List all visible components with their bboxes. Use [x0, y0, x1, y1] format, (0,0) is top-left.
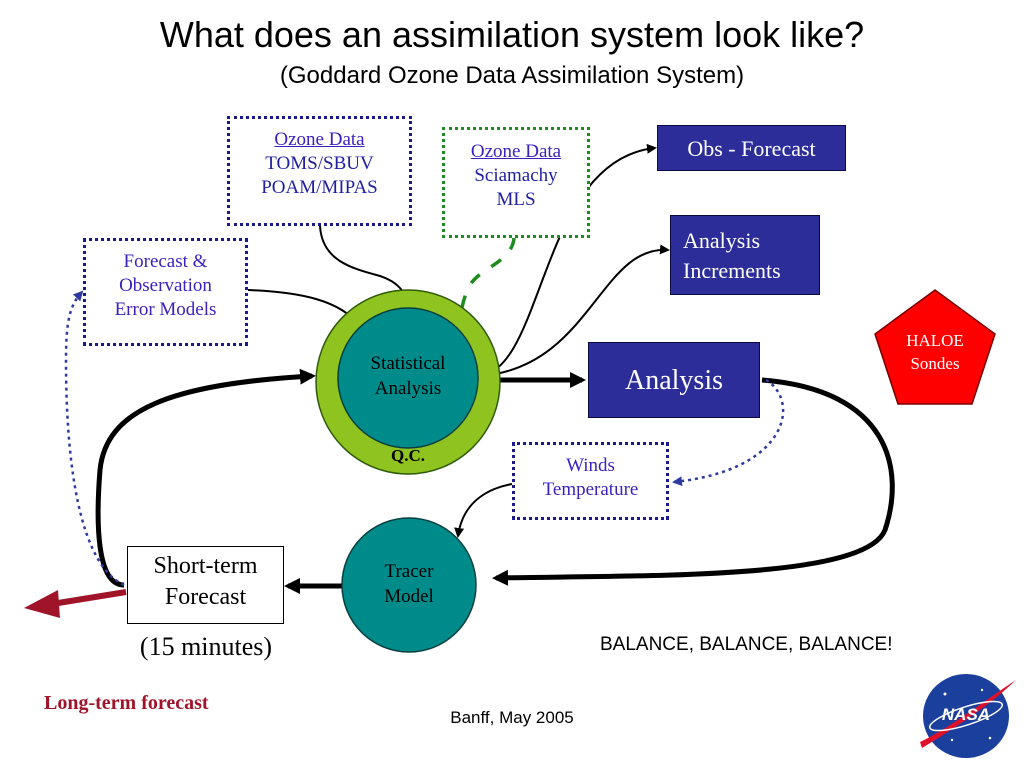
- balance-text: BALANCE, BALANCE, BALANCE!: [600, 634, 893, 655]
- stat-analysis-label: Statistical Analysis: [338, 352, 478, 401]
- tracer-label: Tracer Model: [349, 560, 469, 609]
- short-term-duration: (15 minutes): [139, 632, 273, 661]
- haloe-line2: Sondes: [910, 353, 960, 373]
- ozone-box-1-line2: POAM/MIPAS: [261, 176, 378, 198]
- increments-line1: Analysis: [683, 228, 760, 253]
- slide-subtitle: (Goddard Ozone Data Assimilation System): [279, 62, 745, 89]
- long-term-forecast-label: Long-term forecast: [44, 692, 209, 714]
- analysis-box: Analysis: [588, 342, 760, 418]
- haloe-label: HALOE Sondes: [885, 330, 985, 376]
- haloe-pentagon: [874, 289, 996, 405]
- arrow-shortterm-to-analysis: [95, 368, 316, 588]
- analysis-label: Analysis: [625, 365, 723, 396]
- arrow-shortterm-to-errors: [64, 290, 125, 587]
- slide-title: What does an assimilation system look li…: [159, 14, 865, 55]
- arrow-to-obs-forecast: [479, 143, 657, 377]
- arrow-analysis-to-tracer: [492, 377, 895, 586]
- error-models-line2: Observation: [119, 274, 212, 296]
- analysis-increments-box: Analysis Increments: [670, 215, 820, 295]
- ozone-box-2-line2: MLS: [496, 188, 536, 210]
- increments-line2: Increments: [683, 257, 781, 283]
- short-term-line1: Short-term: [153, 553, 258, 579]
- nasa-logo-text: NASA: [941, 705, 991, 724]
- error-models-line1: Forecast &: [123, 251, 208, 272]
- tracer-line1: Tracer: [384, 561, 434, 582]
- arrow-to-increments: [479, 244, 670, 377]
- ozone-box-2-heading: Ozone Data: [470, 141, 562, 162]
- tracer-circle: [341, 517, 477, 653]
- nasa-logo: [920, 674, 1016, 758]
- qc-label: Q.C.: [391, 446, 425, 465]
- haloe-line1: HALOE: [906, 331, 964, 350]
- ozone-data-box-2: Ozone Data Sciamachy MLS: [442, 127, 590, 238]
- ozone-box-1-heading: Ozone Data: [274, 129, 365, 150]
- obs-forecast-box: Obs - Forecast: [657, 125, 846, 171]
- winds-line2: Temperature: [542, 478, 639, 500]
- long-term-arrow: [24, 589, 127, 618]
- footer-text: Banff, May 2005: [450, 708, 574, 727]
- stat-analysis-line1: Statistical: [370, 353, 446, 374]
- obs-forecast-label: Obs - Forecast: [687, 136, 816, 161]
- winds-temperature-box: Winds Temperature: [512, 442, 669, 520]
- short-term-forecast-box: Short-term Forecast: [127, 546, 284, 624]
- stat-analysis-circle: [337, 307, 479, 449]
- ozone-box-1-line1: TOMS/SBUV: [265, 152, 374, 174]
- short-term-line2: Forecast: [164, 584, 247, 611]
- arrow-analysis-to-winds: [672, 378, 785, 487]
- error-models-box: Forecast & Observation Error Models: [83, 238, 248, 346]
- tracer-line2: Model: [384, 585, 434, 607]
- error-models-line3: Error Models: [114, 298, 217, 320]
- arrow-winds-to-tracer: [454, 483, 513, 538]
- stat-analysis-line2: Analysis: [374, 377, 442, 399]
- ozone-data-box-1: Ozone Data TOMS/SBUV POAM/MIPAS: [227, 116, 412, 226]
- winds-line1: Winds: [566, 455, 615, 476]
- ozone-box-2-line1: Sciamachy: [474, 164, 558, 186]
